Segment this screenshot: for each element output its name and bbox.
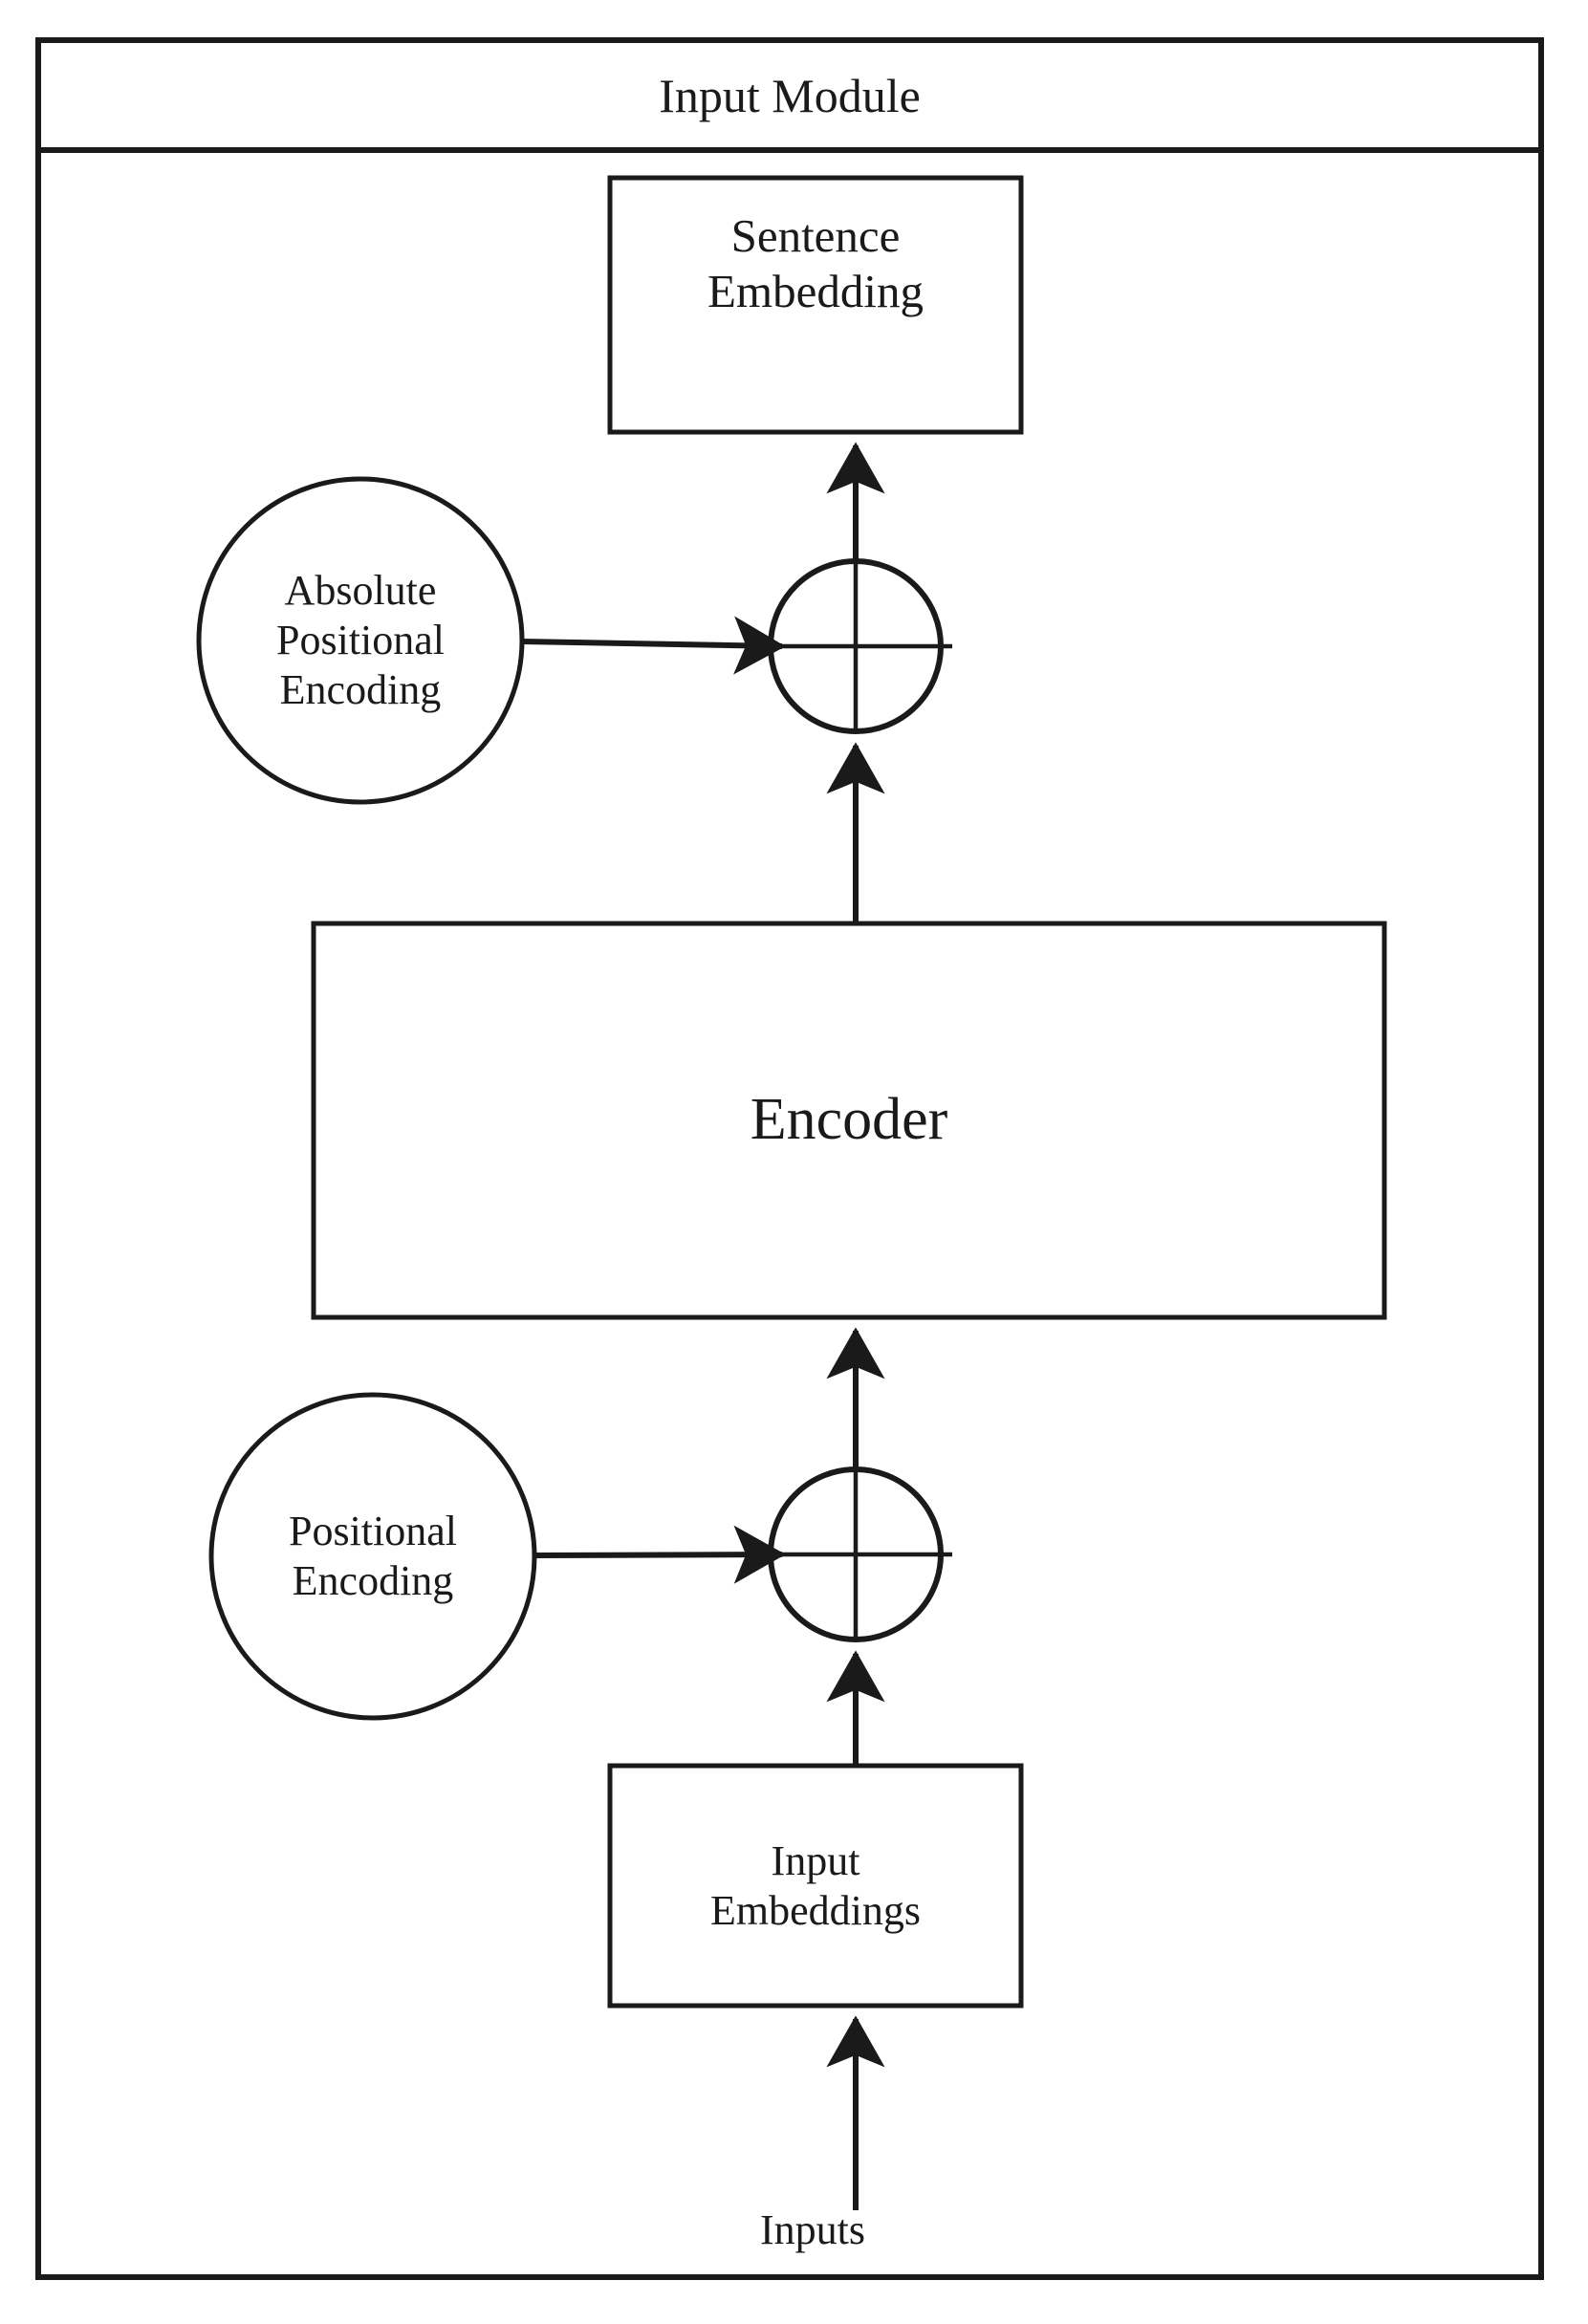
edge-positional-encoding-to-add <box>533 1525 786 1584</box>
input-embeddings-box <box>607 1763 1024 2009</box>
edge-absolute-positional-encoding-to-add <box>521 616 786 675</box>
sentence-embedding-box <box>607 175 1024 435</box>
encoder-box <box>311 921 1387 1320</box>
module-frame <box>35 37 1544 2280</box>
positional-encoding-circle <box>208 1392 537 1721</box>
absolute-positional-encoding-circle <box>196 476 525 805</box>
